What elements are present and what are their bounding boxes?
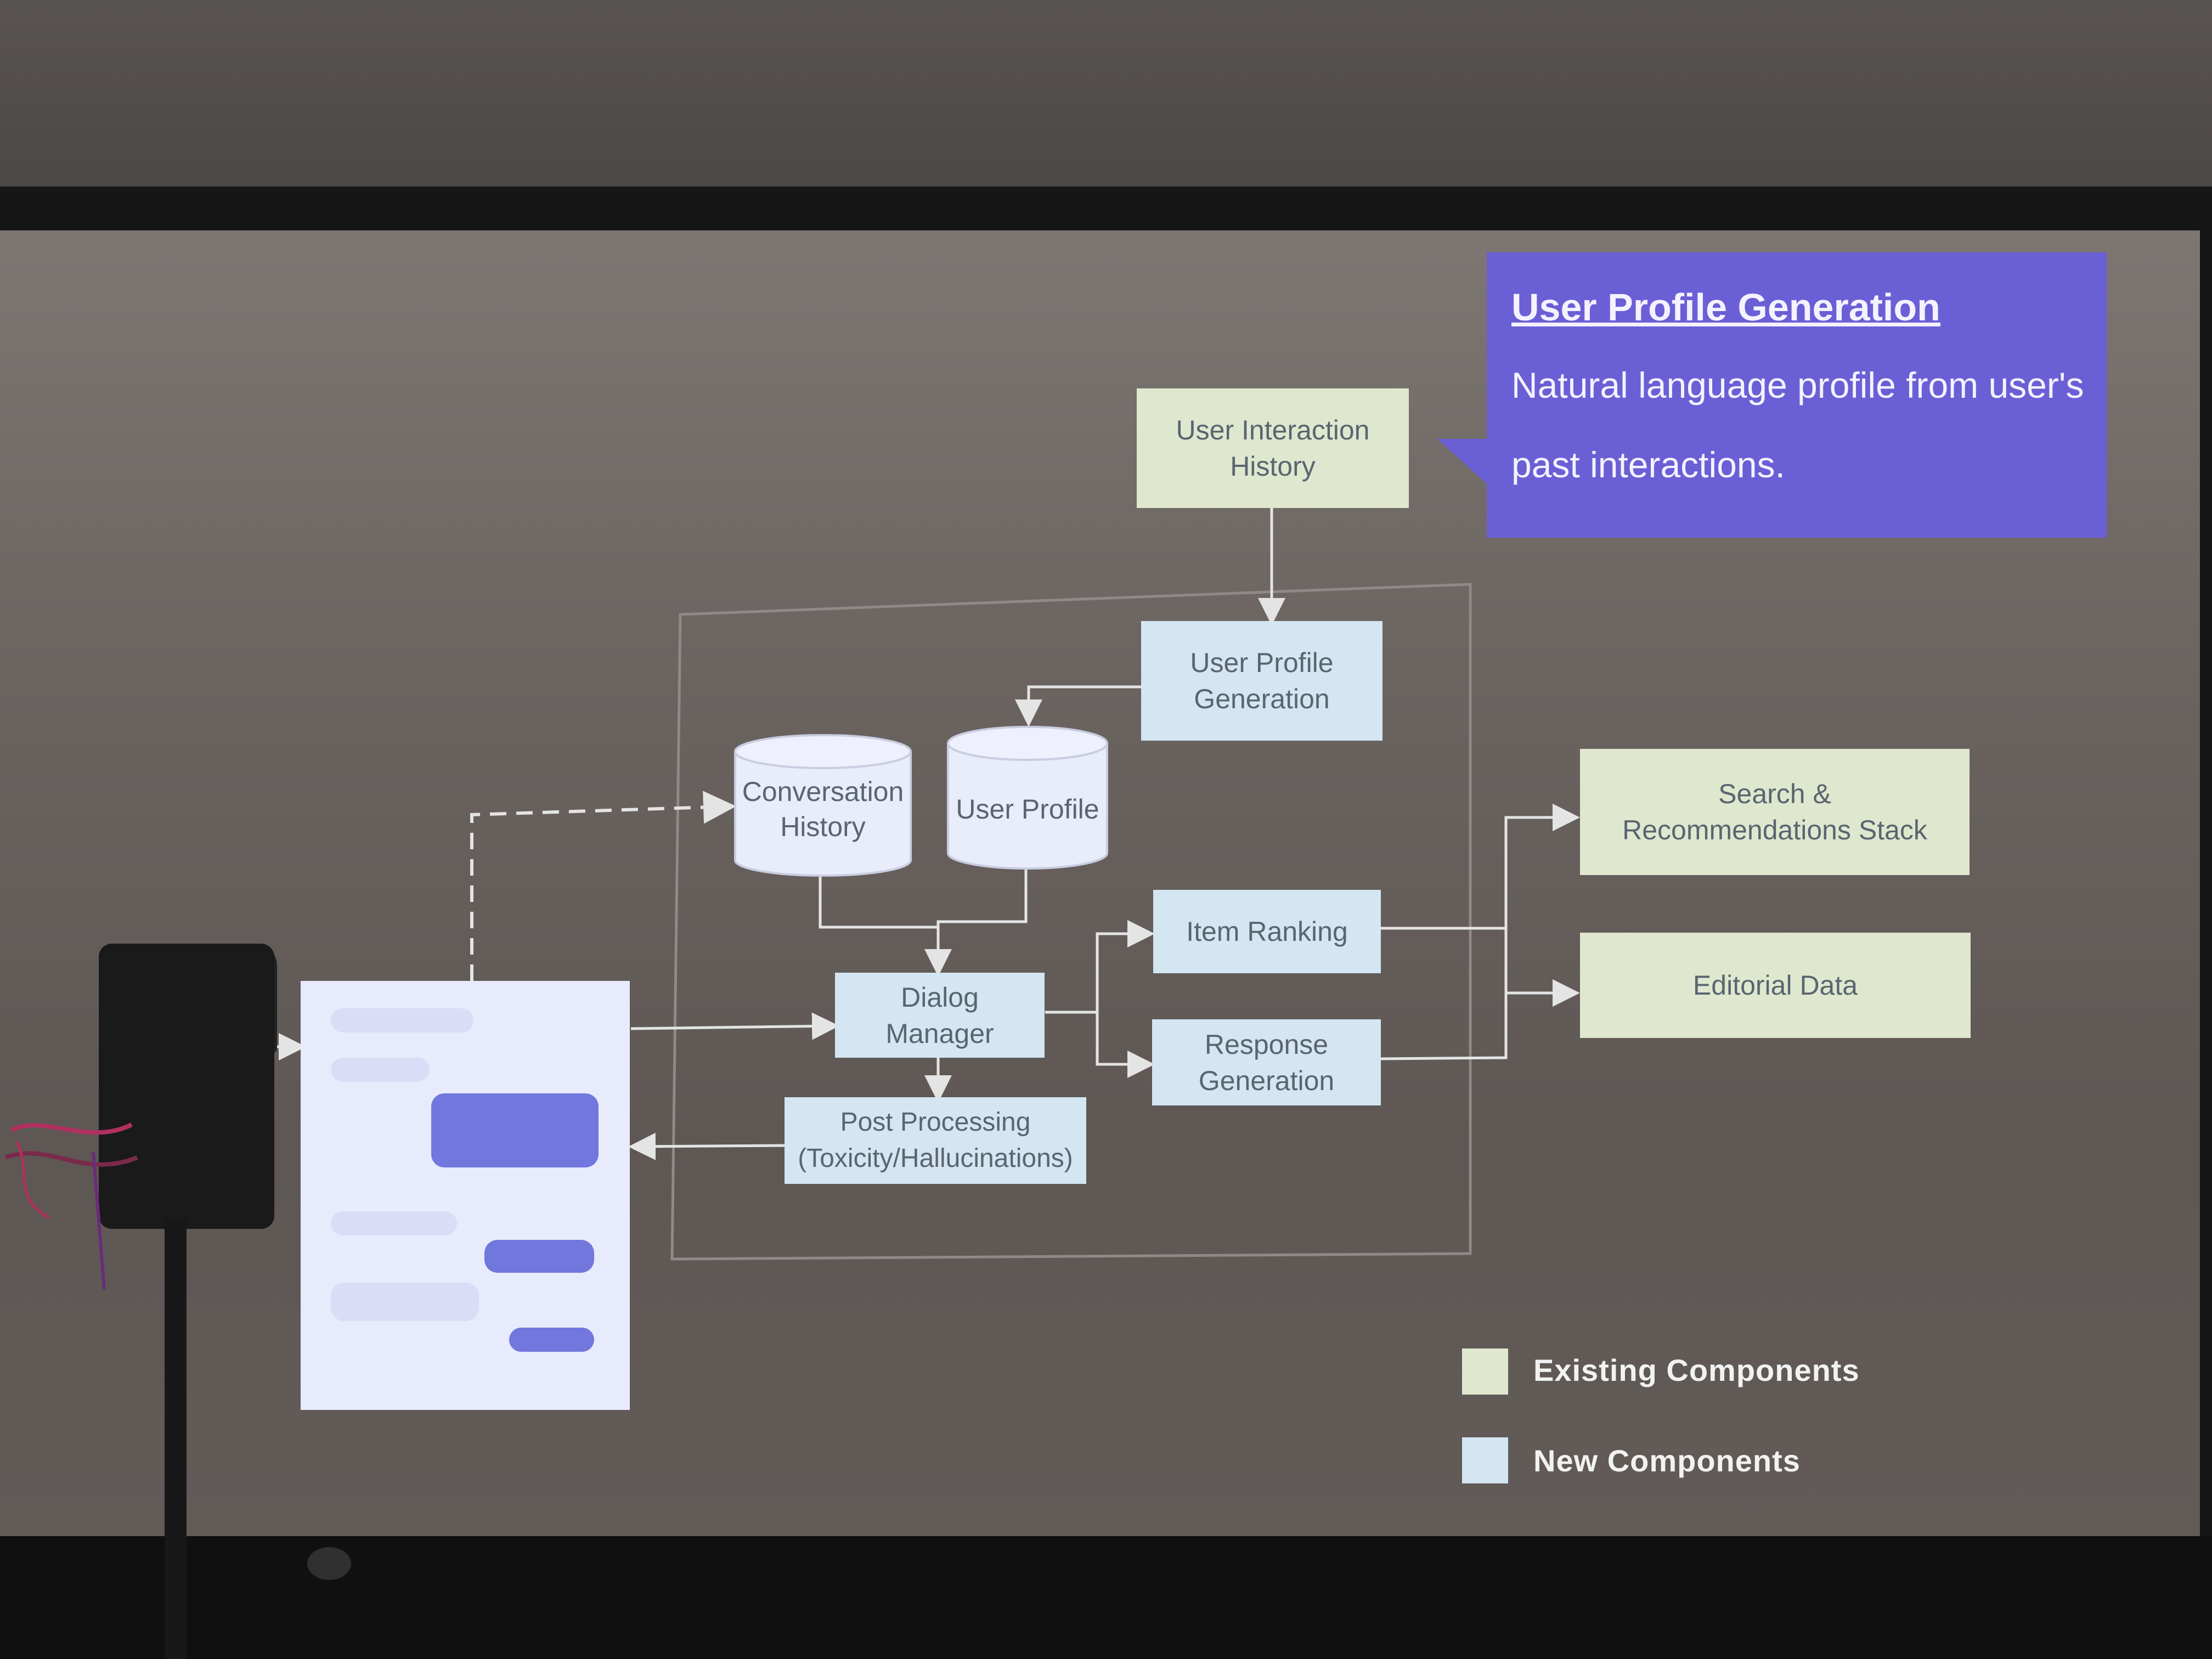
arrow-profile-gen-to-user-profile [1015, 685, 1141, 727]
node-response-generation: Response Generation [1152, 1019, 1381, 1105]
node-user-profile-generation-label: User Profile Generation [1190, 647, 1334, 714]
node-editorial-data: Editorial Data [1580, 933, 1971, 1038]
arrow-dialog-to-response [1096, 1012, 1155, 1078]
node-user-profile-generation: User Profile Generation [1141, 621, 1383, 741]
wire-response-to-stack [1379, 804, 1580, 1060]
node-user-interaction-history: User Interaction History [1137, 388, 1409, 508]
chat-placeholder-line [331, 1283, 479, 1321]
arrow-chat-to-dialog [630, 1012, 839, 1040]
node-user-interaction-history-label: User Interaction History [1176, 415, 1370, 482]
legend-existing-label: Existing Components [1533, 1353, 1860, 1387]
node-item-ranking: Item Ranking [1153, 890, 1381, 973]
camera-cables [4, 1122, 138, 1290]
floor-shadow [0, 1536, 2212, 1659]
user-profile-cylinder [947, 726, 1108, 870]
node-search-recommendations-stack-label: Search & Recommendations Stack [1622, 778, 1927, 845]
camera-tripod [165, 1218, 187, 1659]
legend-swatch-new [1462, 1437, 1508, 1483]
chat-placeholder-line [331, 1058, 430, 1082]
chat-placeholder-line [331, 1008, 473, 1032]
chat-bubble-user [484, 1240, 594, 1273]
microphone [307, 1547, 351, 1580]
chat-bubble-user [509, 1328, 594, 1352]
node-editorial-data-label: Editorial Data [1692, 970, 1858, 1001]
node-search-recommendations-stack: Search & Recommendations Stack [1580, 749, 1970, 875]
callout-box: User Profile Generation Natural language… [1487, 252, 2107, 538]
node-post-processing-label: Post Processing (Toxicity/Hallucinations… [798, 1108, 1073, 1173]
node-response-generation-label: Response Generation [1198, 1029, 1335, 1096]
camera-body [99, 944, 274, 1229]
system-boundary [670, 583, 1472, 1261]
room-wall [0, 0, 2212, 208]
node-post-processing: Post Processing (Toxicity/Hallucinations… [785, 1097, 1086, 1184]
chat-bubble-user [431, 1093, 599, 1167]
conversation-history-cylinder [734, 734, 912, 877]
wire-userprofile-to-dialog [924, 870, 1028, 977]
chat-placeholder-line [331, 1211, 457, 1235]
callout-title: User Profile Generation [1511, 286, 1940, 329]
node-dialog-manager: Dialog Manager [835, 973, 1045, 1058]
node-dialog-manager-label: Dialog Manager [885, 981, 994, 1049]
user-profile-label: User Profile [956, 794, 1099, 825]
legend-new-label: New Components [1533, 1443, 1801, 1478]
dashed-chat-to-conversation [470, 791, 736, 981]
legend-swatch-existing [1462, 1348, 1508, 1395]
chat-ui-mockup [301, 981, 630, 1410]
arrow-post-to-chat [628, 1132, 785, 1160]
wire-conversation-to-dialog [819, 872, 938, 929]
callout-pointer [1437, 439, 1498, 494]
callout-body: Natural language profile from user's pas… [1511, 365, 2084, 485]
conversation-history-label: Conversation History [742, 776, 904, 842]
arrow-dialog-to-ranking [1045, 920, 1155, 1014]
node-item-ranking-label: Item Ranking [1186, 916, 1348, 947]
